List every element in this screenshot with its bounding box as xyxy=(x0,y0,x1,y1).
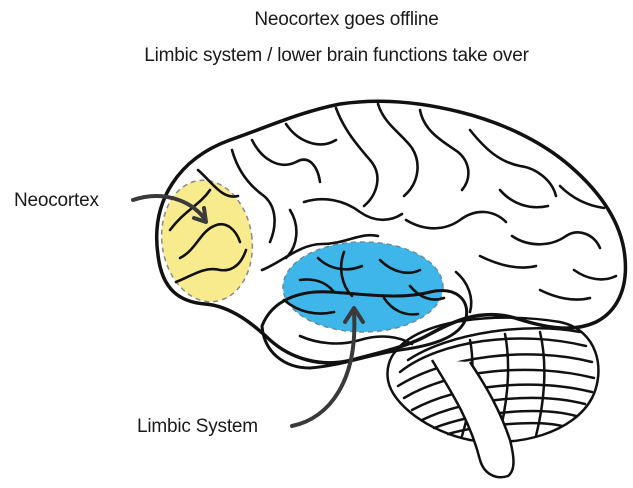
neocortex-label: Neocortex xyxy=(14,190,99,212)
limbic-system-label: Limbic System xyxy=(137,416,258,438)
